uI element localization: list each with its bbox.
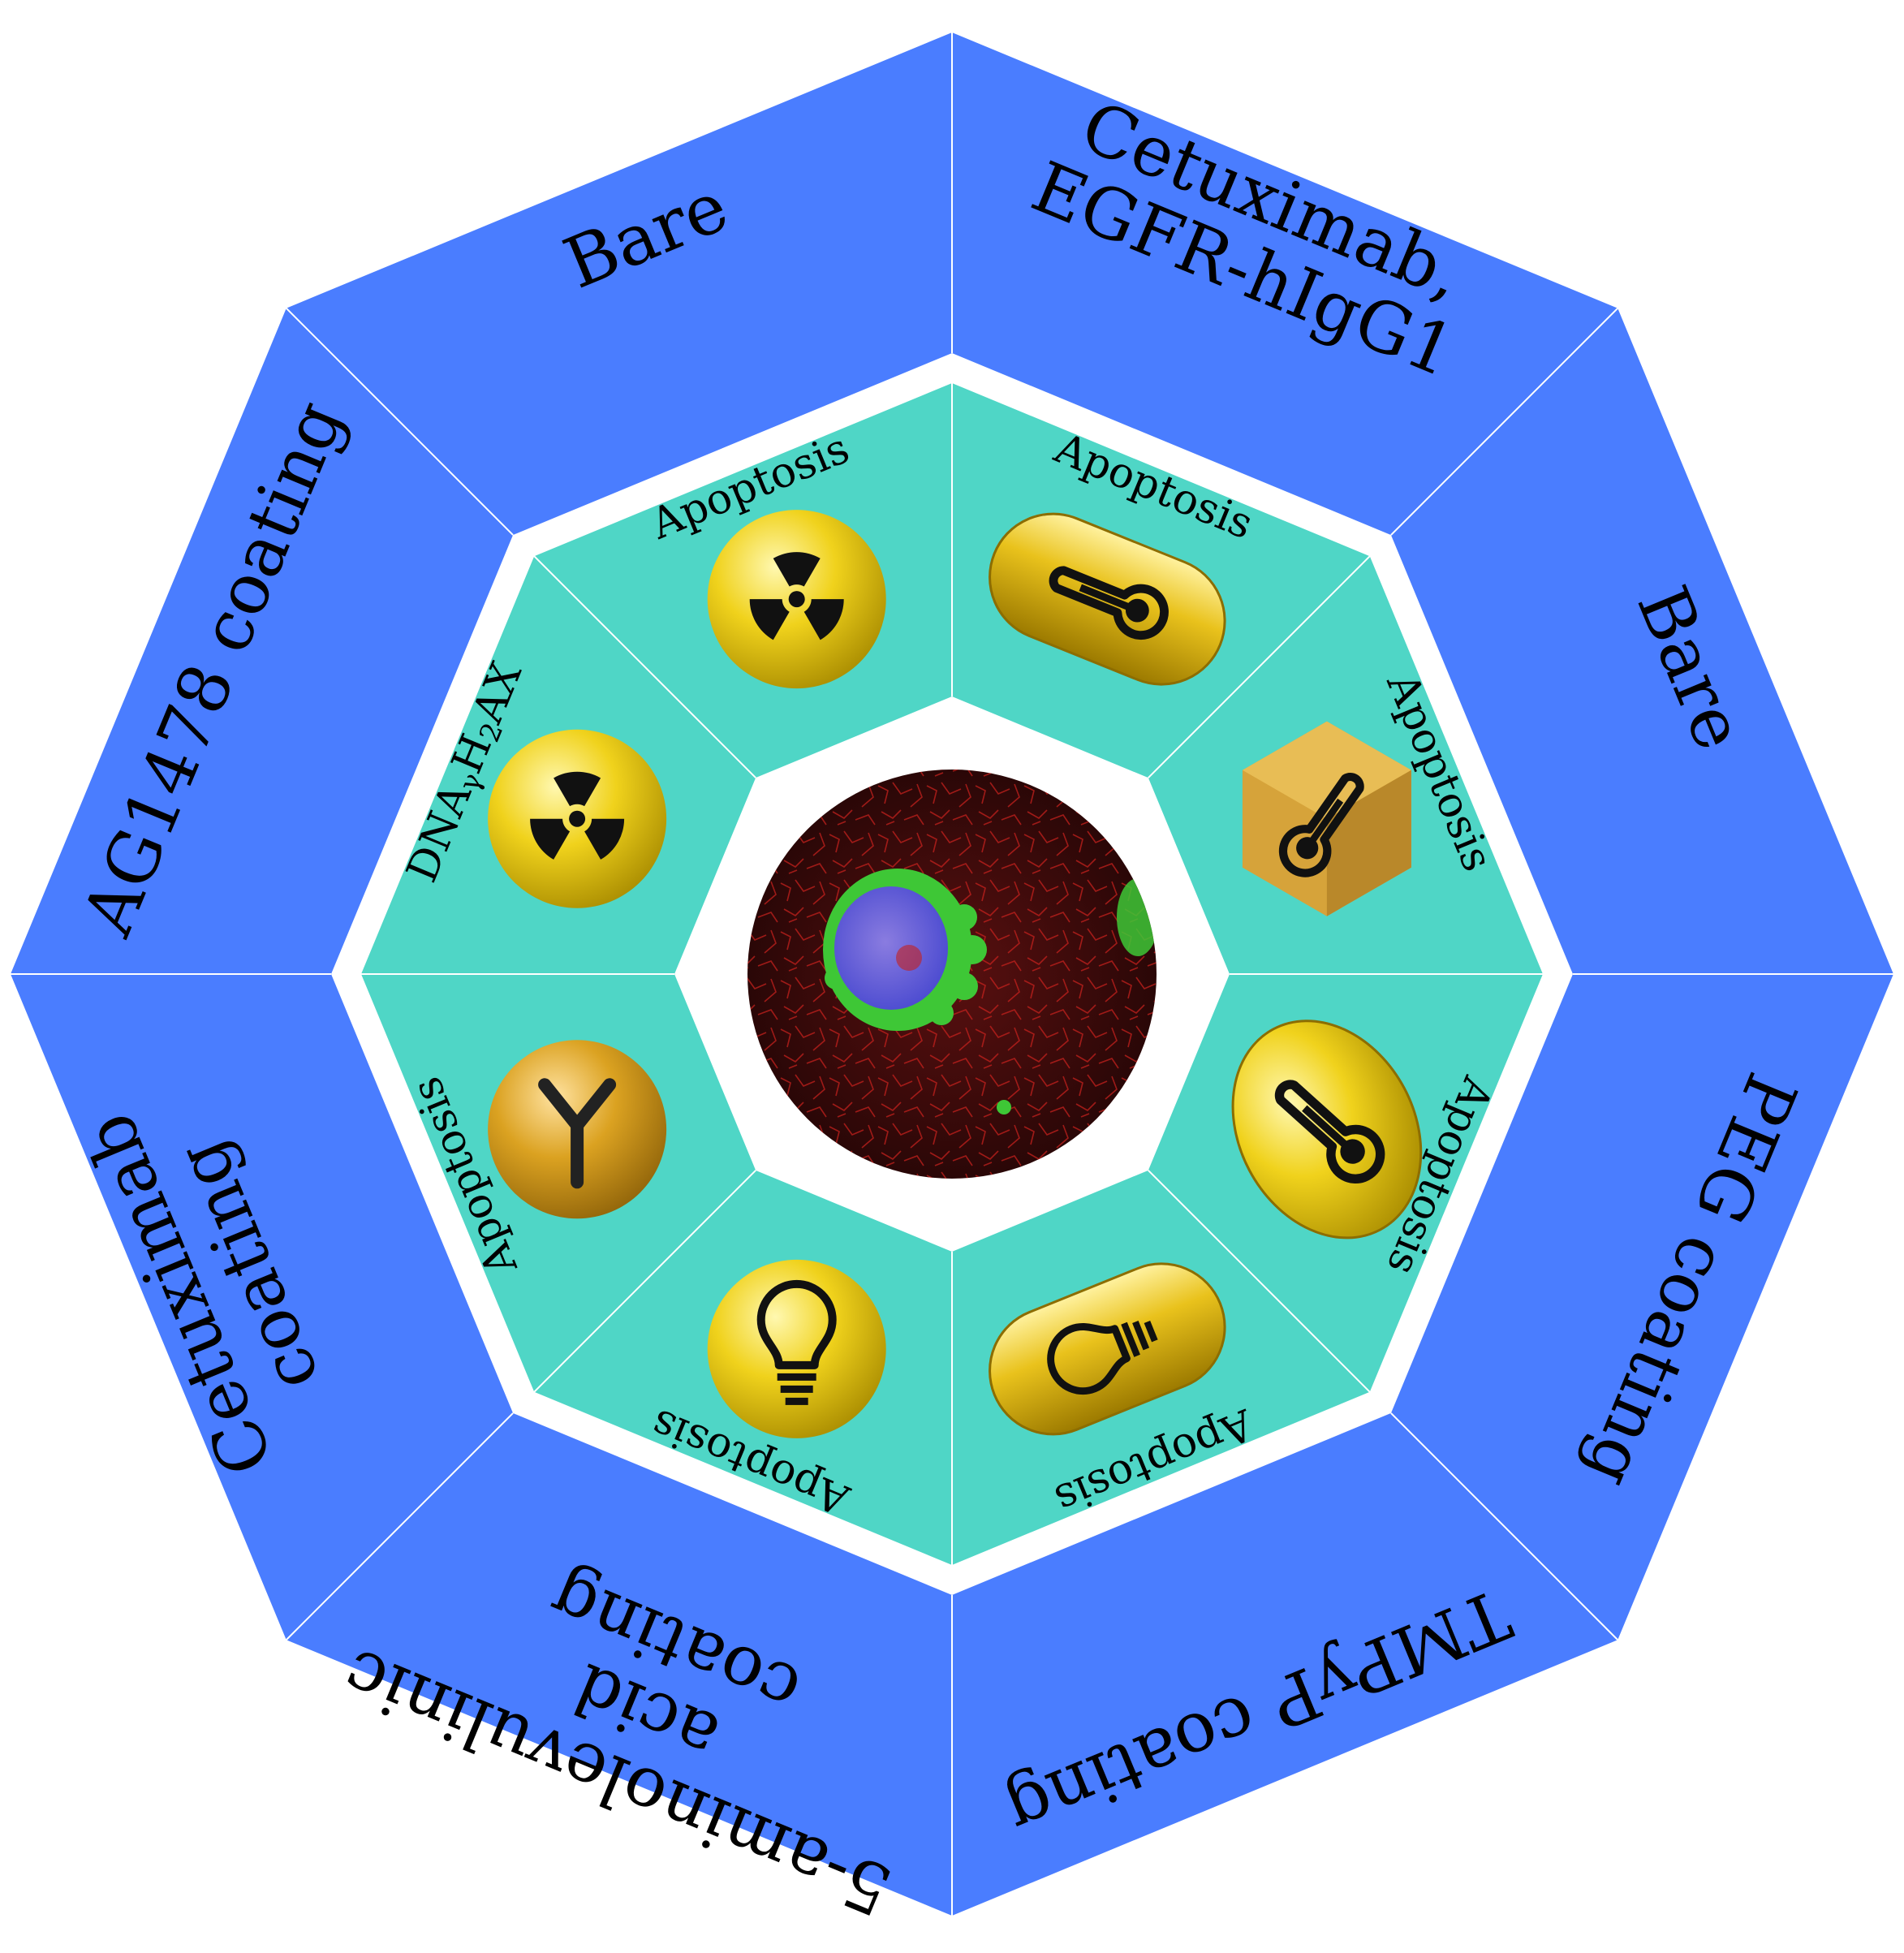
cube-particle xyxy=(1242,721,1411,916)
outer-divider xyxy=(286,308,514,536)
thermometer-icon xyxy=(1274,1080,1385,1183)
thermometer-icon xyxy=(1049,566,1169,640)
particles xyxy=(488,510,1423,1438)
particle-thermo-cube xyxy=(1242,721,1411,916)
particle-light-rod xyxy=(989,1262,1226,1436)
lightbulb-icon xyxy=(756,1279,837,1405)
inner-divider xyxy=(1148,555,1371,778)
particle-light-sphere xyxy=(707,1259,886,1438)
antibody-icon xyxy=(538,1078,617,1189)
particle-thermo-rod xyxy=(989,512,1226,686)
inner-divider xyxy=(533,555,756,778)
sphere-particle xyxy=(707,1259,886,1438)
particle-antibody-sphere xyxy=(488,1040,667,1219)
vesicle xyxy=(997,1100,1011,1114)
thermometer-icon xyxy=(1278,773,1364,877)
lightbulb-icon xyxy=(1047,1320,1158,1395)
outer-divider xyxy=(1390,308,1618,536)
cell-nucleus xyxy=(834,886,948,1010)
outer-divider xyxy=(286,1412,514,1640)
cancer-cell-micrograph xyxy=(747,770,1157,1179)
outer-divider xyxy=(1390,1412,1618,1640)
radiation-icon xyxy=(749,552,844,640)
rod-particle xyxy=(989,1262,1226,1436)
radiation-icon xyxy=(530,771,625,860)
cell-body xyxy=(823,869,987,1031)
particle-radiation-sphere xyxy=(707,510,886,689)
particle-thermo-ellipsoid xyxy=(1231,1020,1423,1239)
inner-divider xyxy=(1148,1170,1371,1393)
particle-dna-radiation-sphere xyxy=(488,729,667,908)
inner-divider xyxy=(533,1170,756,1393)
